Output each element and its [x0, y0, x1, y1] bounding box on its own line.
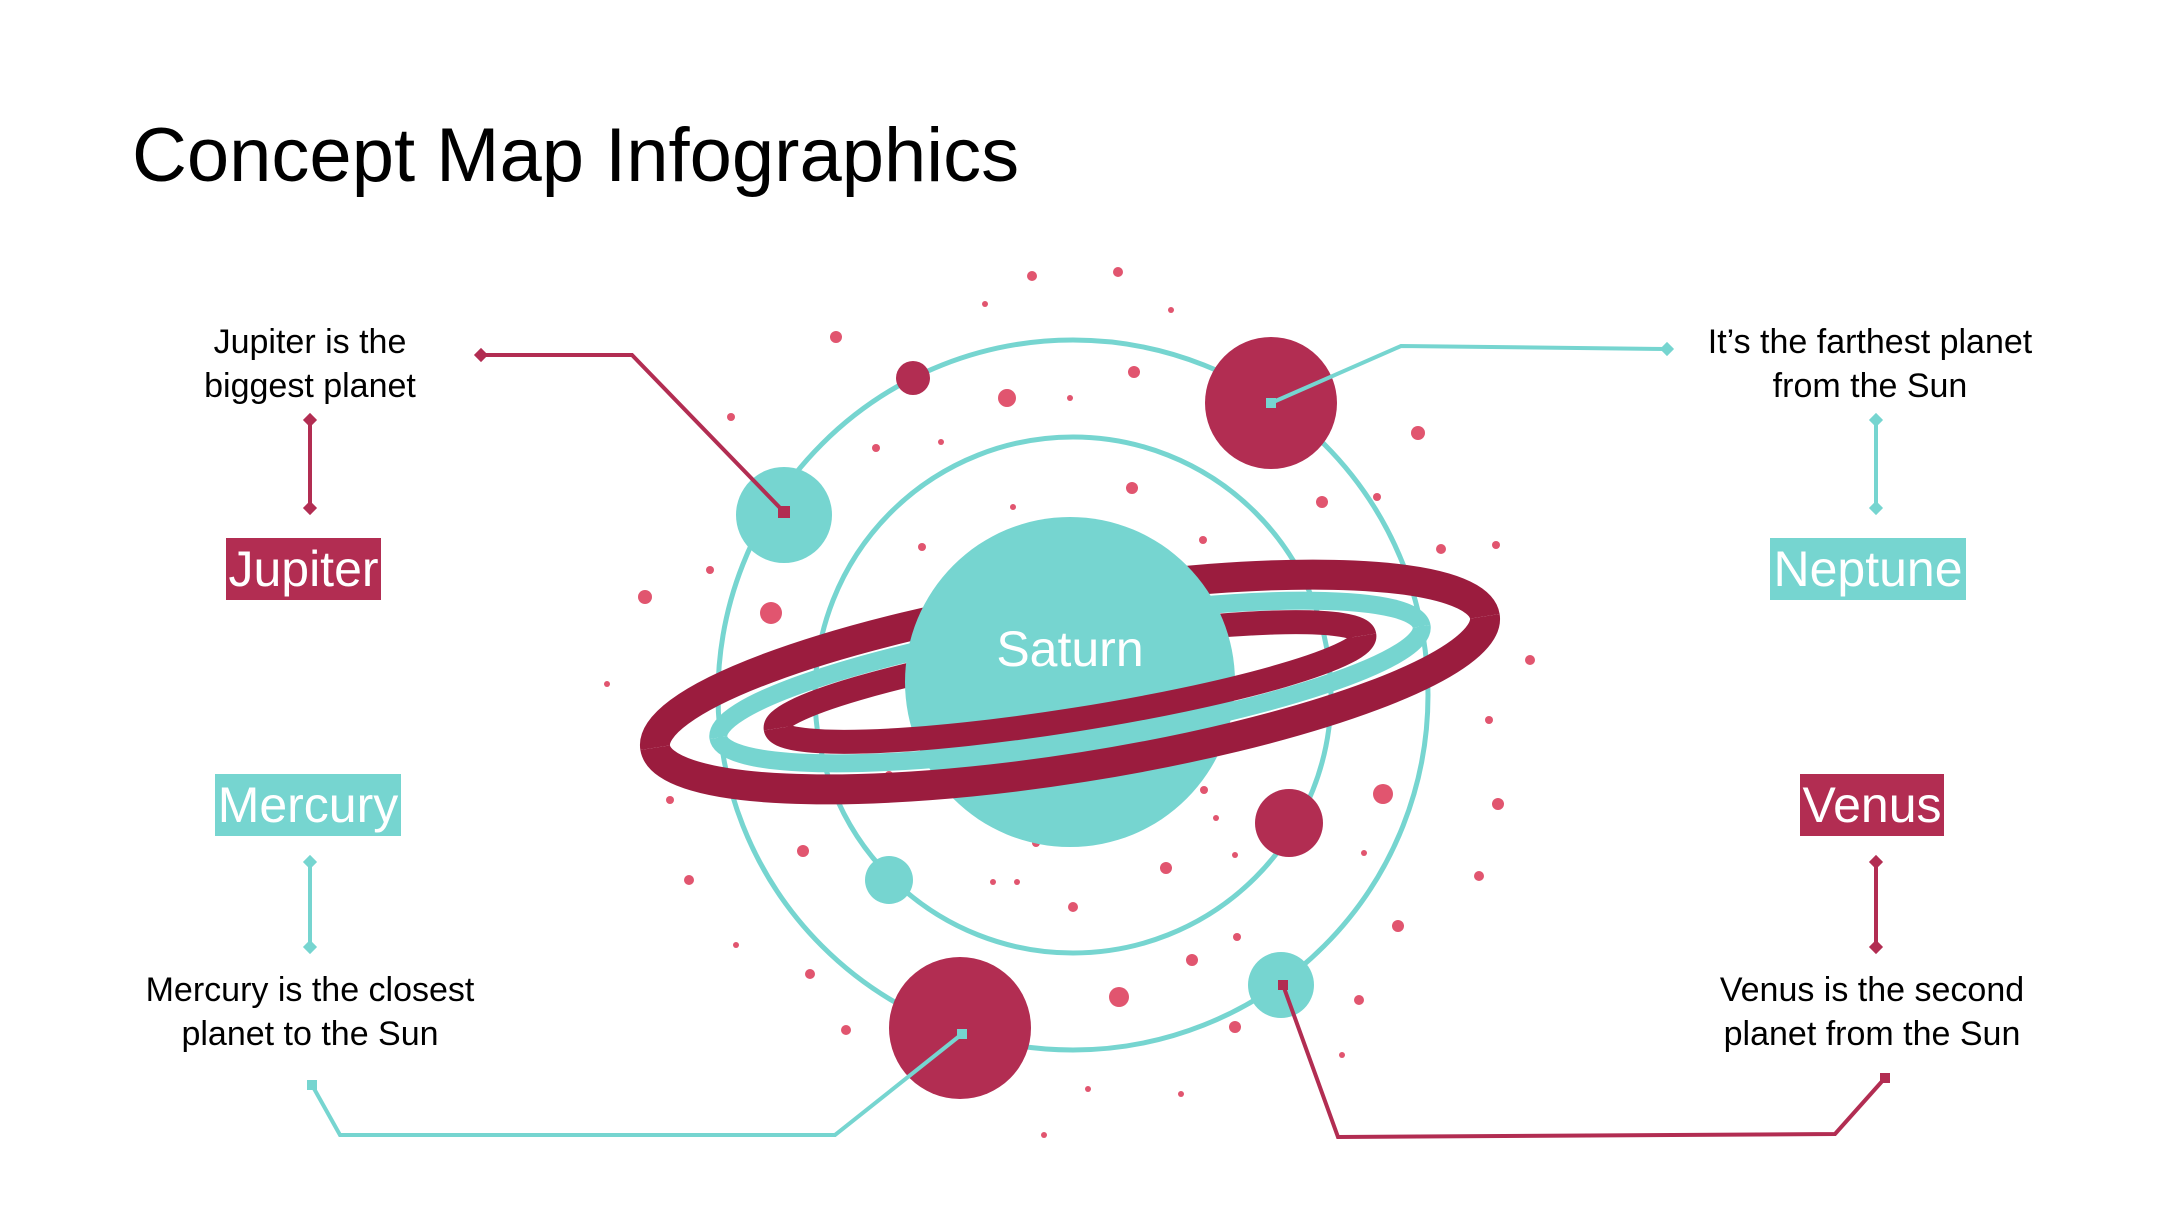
neptune-description: It’s the farthest planet from the Sun	[1707, 323, 2033, 405]
page-title: Concept Map Infographics	[132, 113, 1020, 198]
neptune-connector	[1266, 341, 1884, 516]
jupiter-description: Jupiter is the biggest planet	[204, 323, 416, 405]
mercury-label: Mercury	[215, 774, 401, 836]
mercury-planet	[889, 957, 1031, 1099]
venus-description: Venus is the second planet from the Sun	[1719, 971, 2025, 1053]
jupiter-label: Jupiter	[226, 538, 381, 600]
venus-connector	[1278, 854, 1890, 1140]
neptune-label: Neptune	[1770, 538, 1966, 600]
mercury-description: Mercury is the closest planet to the Sun	[145, 971, 475, 1053]
venus-label: Venus	[1800, 774, 1944, 836]
star-dots	[604, 267, 1535, 1138]
mercury-connector	[302, 854, 967, 1137]
jupiter-connector	[302, 347, 790, 518]
saturn-label: Saturn	[996, 621, 1144, 677]
